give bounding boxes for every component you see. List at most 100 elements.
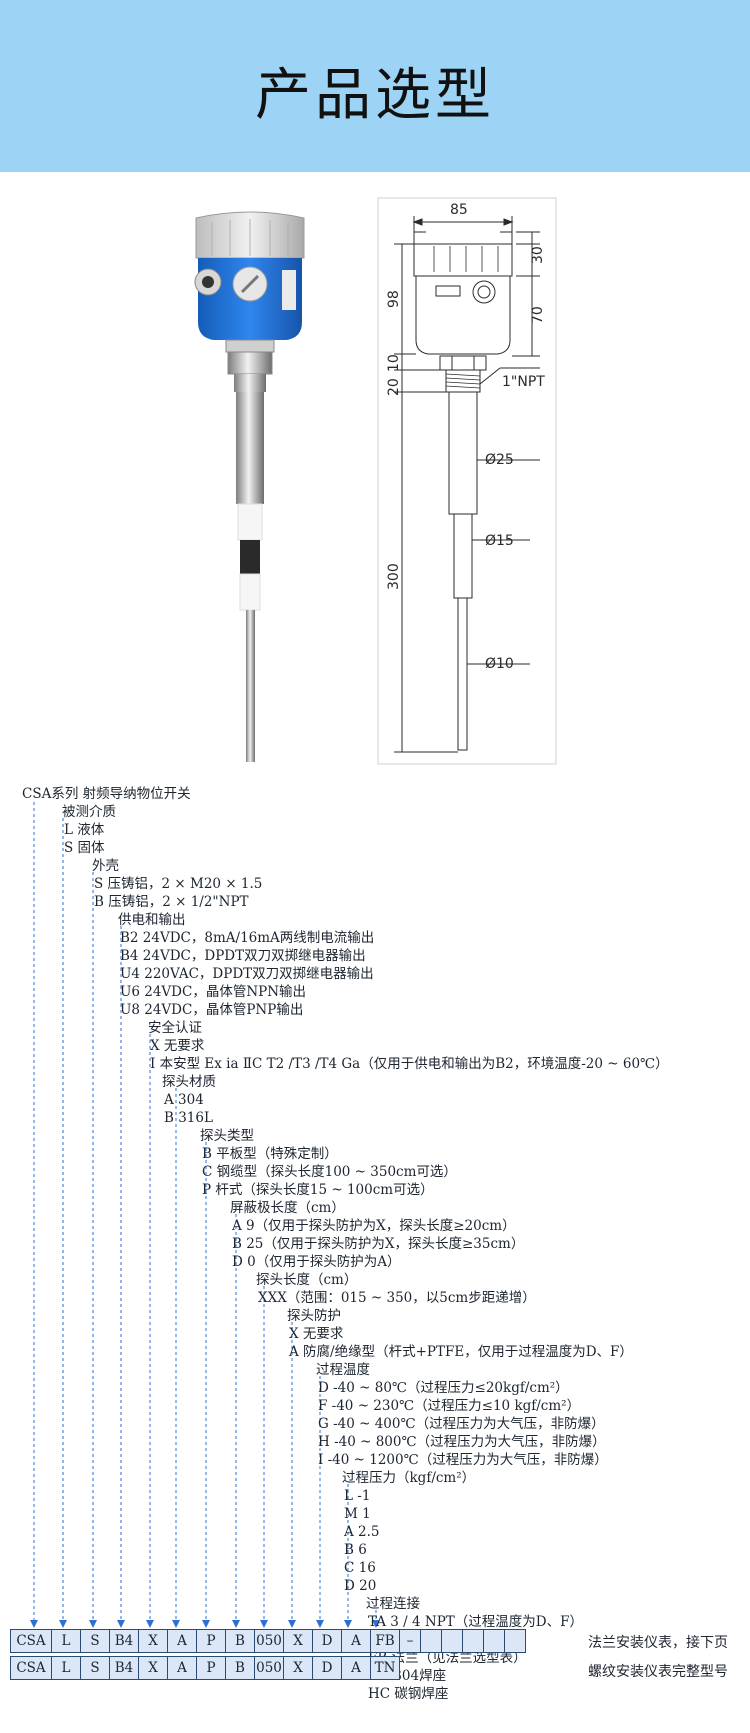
guide-arrow <box>344 1620 352 1628</box>
code-cell: L <box>51 1629 80 1653</box>
code-row-thread-note: 螺纹安装仪表完整型号 <box>588 1664 728 1680</box>
code-cell: – <box>399 1629 420 1653</box>
code-cell <box>483 1629 504 1653</box>
group-option: D 20 <box>344 1578 377 1594</box>
group-heading: 供电和输出 <box>118 912 186 928</box>
group-option: B2 24VDC，8mA/16mA两线制电流输出 <box>120 930 375 946</box>
group-option: C 16 <box>344 1560 376 1576</box>
code-cell: B <box>225 1656 254 1680</box>
guide-arrow <box>146 1620 154 1628</box>
group-heading: 过程压力（kgf/cm²） <box>342 1470 476 1486</box>
dim-body: 70 <box>530 306 546 324</box>
group-option: U4 220VAC，DPDT双刀双掷继电器输出 <box>120 966 374 982</box>
group-option: A 防腐/绝缘型（杆式+PTFE，仅用于过程温度为D、F） <box>289 1344 633 1360</box>
group-option: FB 法兰（见法兰选型表） <box>368 1650 527 1666</box>
group-option: B 平板型（特殊定制） <box>202 1146 338 1162</box>
group-option: D 0（仅用于探头防护为A） <box>232 1254 401 1270</box>
code-cell: CSA <box>10 1656 51 1680</box>
group-option: I 本安型 Ex ia ⅡC T2 /T3 /T4 Ga（仅用于供电和输出为B2… <box>150 1056 669 1072</box>
code-cell: A <box>341 1629 370 1653</box>
group-option: XXX（范围：015 ~ 350，以5cm步距递增） <box>258 1290 536 1306</box>
dimension-drawing: 85 30 70 98 10 20 1"NPT Ø25 Ø15 Ø10 300 <box>377 197 557 765</box>
dim-20: 20 <box>386 378 402 396</box>
dim-cap: 30 <box>530 246 546 264</box>
dim-10: 10 <box>386 354 402 372</box>
group-heading: 安全认证 <box>148 1020 202 1036</box>
group-option: B4 24VDC，DPDT双刀双掷继电器输出 <box>120 948 366 964</box>
group-option: B 25（仅用于探头防护为X，探头长度≥35cm） <box>232 1236 525 1252</box>
series-title: CSA系列 射频导纳物位开关 <box>22 786 191 802</box>
group-option: U6 24VDC，晶体管NPN输出 <box>120 984 307 1000</box>
code-cell: B <box>225 1629 254 1653</box>
group-option: M 1 <box>344 1506 371 1522</box>
guide-arrow <box>202 1620 210 1628</box>
code-cell: 050 <box>254 1656 283 1680</box>
code-cell: X <box>138 1656 167 1680</box>
group-option: U8 24VDC，晶体管PNP输出 <box>120 1002 304 1018</box>
group-option: H -40 ~ 800℃（过程压力为大气压，非防爆） <box>318 1434 606 1450</box>
group-option: C 钢缆型（探头长度100 ~ 350cm可选） <box>202 1164 457 1180</box>
guide-arrow <box>30 1620 38 1628</box>
code-cell <box>441 1629 462 1653</box>
dim-dia25: Ø25 <box>485 452 514 468</box>
guide-arrow <box>288 1620 296 1628</box>
code-cell: CSA <box>10 1629 51 1653</box>
dim-length: 300 <box>386 563 402 590</box>
guide-arrow <box>316 1620 324 1628</box>
guide-arrow <box>89 1620 97 1628</box>
code-cell: B4 <box>109 1656 138 1680</box>
group-option: I -40 ~ 1200℃（过程压力为大气压，非防爆） <box>318 1452 608 1468</box>
code-cell: L <box>51 1656 80 1680</box>
product-photo <box>194 211 305 762</box>
code-cell: 050 <box>254 1629 283 1653</box>
code-cell: A <box>341 1656 370 1680</box>
group-option: TA 3 / 4 NPT（过程温度为D、F） <box>368 1614 583 1630</box>
code-cell: D <box>312 1629 341 1653</box>
group-option: HC 碳钢焊座 <box>368 1686 449 1702</box>
code-cell: B4 <box>109 1629 138 1653</box>
code-cell: TN <box>370 1656 400 1680</box>
group-option: D -40 ~ 80℃（过程压力≤20kgf/cm²） <box>318 1380 569 1396</box>
code-cell: X <box>283 1629 312 1653</box>
code-cell <box>420 1629 441 1653</box>
group-heading: 外壳 <box>92 858 119 874</box>
group-option: S 固体 <box>64 840 105 856</box>
code-cell <box>504 1629 526 1653</box>
group-heading: 过程温度 <box>316 1362 370 1378</box>
code-cell: X <box>138 1629 167 1653</box>
group-heading: 探头防护 <box>287 1308 341 1324</box>
group-heading: 探头材质 <box>162 1074 216 1090</box>
group-option: B 压铸铝，2 × 1/2"NPT <box>94 894 249 910</box>
group-option: X 无要求 <box>150 1038 205 1054</box>
group-option: P 杆式（探头长度15 ~ 100cm可选） <box>202 1182 434 1198</box>
group-option: L 液体 <box>64 822 105 838</box>
group-option: S 压铸铝，2 × M20 × 1.5 <box>94 876 263 892</box>
group-heading: 过程连接 <box>366 1596 420 1612</box>
guide-arrow <box>372 1620 380 1628</box>
code-cell: D <box>312 1656 341 1680</box>
group-heading: 探头长度（cm） <box>256 1272 358 1288</box>
guide-arrow <box>232 1620 240 1628</box>
dim-dia15: Ø15 <box>485 533 514 549</box>
guide-arrow <box>260 1620 268 1628</box>
code-cell: P <box>196 1629 225 1653</box>
code-cell: S <box>80 1656 109 1680</box>
guide-arrow <box>172 1620 180 1628</box>
group-option: G -40 ~ 400℃（过程压力为大气压，非防爆） <box>318 1416 605 1432</box>
group-option: L -1 <box>344 1488 371 1504</box>
group-heading: 探头类型 <box>200 1128 254 1144</box>
page-header: 产品选型 <box>0 0 750 172</box>
code-cell: A <box>167 1656 196 1680</box>
group-option: A 304 <box>164 1092 204 1108</box>
group-option: A 9（仅用于探头防护为X，探头长度≥20cm） <box>232 1218 516 1234</box>
code-row-flange-note: 法兰安装仪表，接下页 <box>588 1635 728 1651</box>
code-cell <box>462 1629 483 1653</box>
group-heading: 被测介质 <box>62 804 116 820</box>
dim-thread: 1"NPT <box>502 374 545 390</box>
group-option: B 6 <box>344 1542 367 1558</box>
group-option: A 2.5 <box>344 1524 380 1540</box>
